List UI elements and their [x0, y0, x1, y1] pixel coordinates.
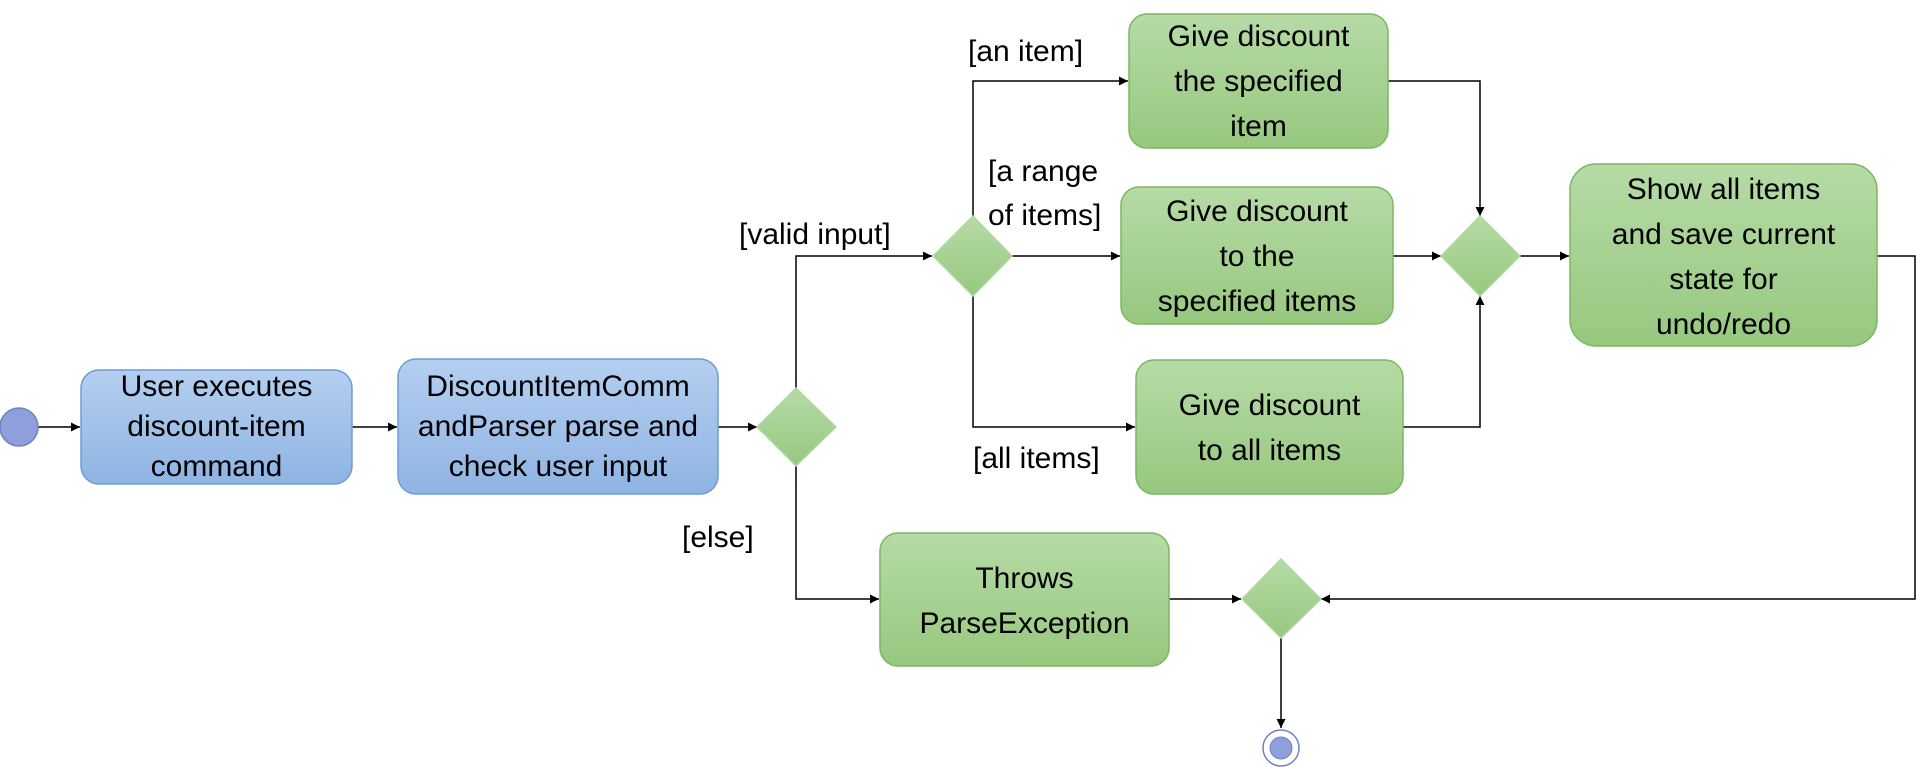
final-node	[1262, 729, 1300, 767]
merge-final	[1240, 557, 1323, 640]
decision-valid-input	[755, 386, 838, 468]
throws-line-2: ParseException	[919, 607, 1129, 640]
parser-line-1: DiscountItemComm	[426, 370, 689, 403]
edge-an-item	[972, 76, 1128, 216]
discount-range-line-3: specified items	[1158, 285, 1356, 318]
edge-all-items	[972, 296, 1135, 432]
show-all-line-1: Show all items	[1627, 173, 1820, 206]
discount-all-line-2: to all items	[1198, 434, 1341, 467]
throws-line-1: Throws	[975, 562, 1073, 595]
discount-item-line-2: the specified	[1174, 65, 1342, 98]
guard-a-range-line-2: of items]	[988, 199, 1101, 232]
merge-discount	[1439, 214, 1522, 298]
parser-line-3: check user input	[449, 450, 668, 483]
user-executes-line-2: discount-item	[127, 410, 305, 443]
discount-item-line-1: Give discount	[1168, 20, 1350, 53]
edge-show-to-final-merge	[1321, 255, 1916, 604]
action-discount-range: Give discount to the specified items	[1120, 186, 1394, 325]
parser-line-2: andParser parse and	[418, 410, 698, 443]
edge-valid-input	[795, 251, 932, 388]
user-executes-line-3: command	[151, 450, 283, 483]
discount-all-line-1: Give discount	[1179, 389, 1361, 422]
edge-item-to-merge	[1388, 80, 1485, 216]
show-all-line-4: undo/redo	[1656, 308, 1791, 341]
initial-node	[0, 407, 39, 447]
guard-an-item: [an item]	[968, 35, 1083, 68]
edges	[38, 76, 1916, 728]
action-show-all: Show all items and save current state fo…	[1569, 163, 1878, 347]
guard-else: [else]	[682, 521, 754, 554]
show-all-line-2: and save current	[1612, 218, 1836, 251]
guard-a-range-line-1: [a range	[988, 155, 1098, 188]
decision-item-range	[931, 214, 1014, 298]
action-discount-item: Give discount the specified item	[1128, 13, 1389, 149]
action-user-executes: User executes discount-item command	[80, 369, 353, 485]
user-executes-line-1: User executes	[121, 370, 313, 403]
discount-range-line-1: Give discount	[1166, 195, 1348, 228]
action-parser: DiscountItemComm andParser parse and che…	[397, 358, 719, 495]
action-discount-all: Give discount to all items	[1135, 359, 1404, 495]
action-throws: Throws ParseException	[879, 532, 1170, 667]
edge-else	[795, 466, 879, 604]
guard-all-items: [all items]	[973, 442, 1100, 475]
guard-valid-input: [valid input]	[739, 218, 891, 251]
show-all-line-3: state for	[1669, 263, 1777, 296]
discount-range-line-2: to the	[1219, 240, 1294, 273]
discount-item-line-3: item	[1230, 110, 1287, 143]
edge-all-to-merge	[1403, 296, 1485, 428]
